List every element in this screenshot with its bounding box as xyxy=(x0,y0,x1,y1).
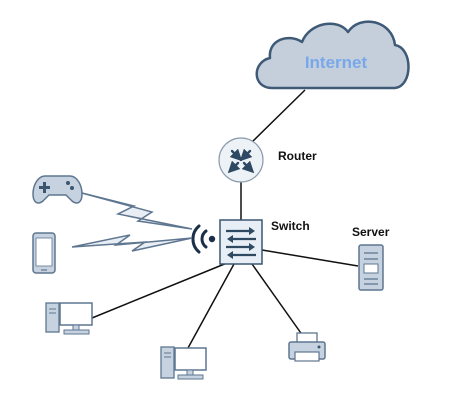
cloud-icon xyxy=(255,20,410,90)
switch-label: Switch xyxy=(271,219,310,233)
phone-icon xyxy=(32,232,56,274)
wireless-links xyxy=(71,191,193,252)
switch-icon xyxy=(219,219,263,265)
server-icon xyxy=(358,244,384,291)
internet-label: Internet xyxy=(305,53,368,72)
printer-icon xyxy=(288,332,326,362)
link-internet-router xyxy=(251,89,306,143)
link-switch-desktop-bottom xyxy=(187,263,235,349)
router-label: Router xyxy=(278,149,317,163)
wifi-icon xyxy=(191,224,216,254)
switch-node: Switch xyxy=(219,219,310,265)
link-switch-desktop-left xyxy=(91,262,228,319)
links xyxy=(91,89,359,349)
wireless-bolt-phone xyxy=(71,234,193,252)
internet-cloud: Internet xyxy=(255,20,410,90)
desktop-icon xyxy=(45,302,93,335)
server-node: Server xyxy=(352,225,390,291)
link-switch-printer xyxy=(251,263,304,337)
server-label: Server xyxy=(352,225,390,239)
desktop-icon xyxy=(160,346,207,380)
router-icon xyxy=(218,137,264,183)
link-switch-server xyxy=(261,249,359,267)
gamepad-icon xyxy=(32,175,83,204)
router-node: Router xyxy=(218,137,317,183)
wireless-bolt-gamepad xyxy=(77,191,193,230)
